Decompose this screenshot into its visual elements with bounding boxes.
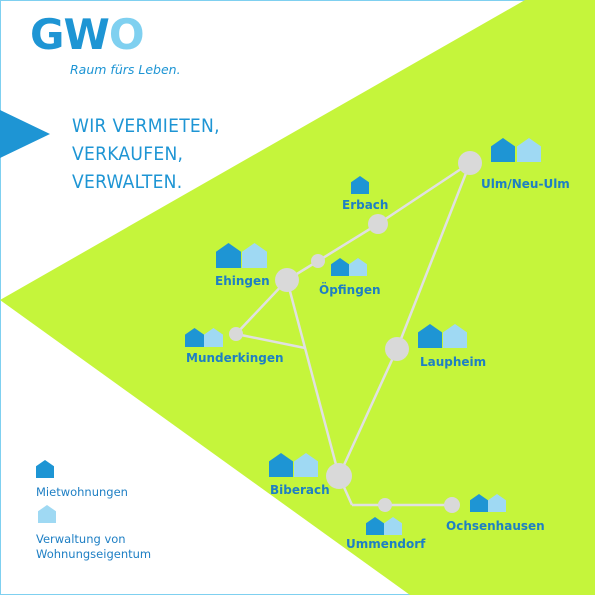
node-munderkingen — [229, 327, 243, 341]
legend-manage-line: Wohnungseigentum — [36, 547, 152, 561]
node-erbach — [368, 214, 388, 234]
node-oepfingen — [311, 254, 325, 268]
legend-manage-label: Verwaltung von Wohnungseigentum — [36, 532, 151, 562]
city-label-biberach: Biberach — [270, 483, 330, 497]
city-label-ehingen: Ehingen — [215, 274, 270, 288]
slogan-line: VERKAUFEN, — [72, 143, 184, 165]
gwo-logo: GWO — [30, 14, 145, 56]
slogan: WIR VERMIETEN, VERKAUFEN, VERWALTEN. — [72, 112, 220, 196]
tagline: Raum fürs Leben. — [70, 62, 181, 77]
city-label-erbach: Erbach — [342, 198, 389, 212]
slogan-line: WIR VERMIETEN, — [72, 115, 220, 137]
logo-letter-w: W — [63, 10, 109, 59]
node-ummendorf — [378, 498, 392, 512]
node-ulm — [458, 151, 482, 175]
city-label-ulm: Ulm/Neu-Ulm — [481, 177, 570, 191]
legend-rent-icon — [36, 460, 54, 478]
logo-letter-g: G — [30, 10, 64, 59]
city-label-ummendorf: Ummendorf — [346, 537, 426, 551]
node-ochsenhausen — [444, 497, 460, 513]
slogan-line: VERWALTEN. — [72, 171, 183, 193]
route-nodes — [229, 151, 482, 513]
node-laupheim — [385, 337, 409, 361]
legend-manage-line: Verwaltung von — [36, 532, 126, 546]
legend-rent-label: Mietwohnungen — [36, 485, 128, 499]
arrow-pointer — [0, 110, 50, 158]
legend-manage-icon — [38, 505, 56, 523]
node-biberach — [326, 463, 352, 489]
city-label-oepfingen: Öpfingen — [319, 283, 381, 297]
city-label-munderkingen: Munderkingen — [186, 351, 284, 365]
logo-letter-o: O — [108, 10, 145, 59]
node-ehingen — [275, 268, 299, 292]
city-label-laupheim: Laupheim — [420, 355, 487, 369]
city-label-ochsenhausen: Ochsenhausen — [446, 519, 545, 533]
